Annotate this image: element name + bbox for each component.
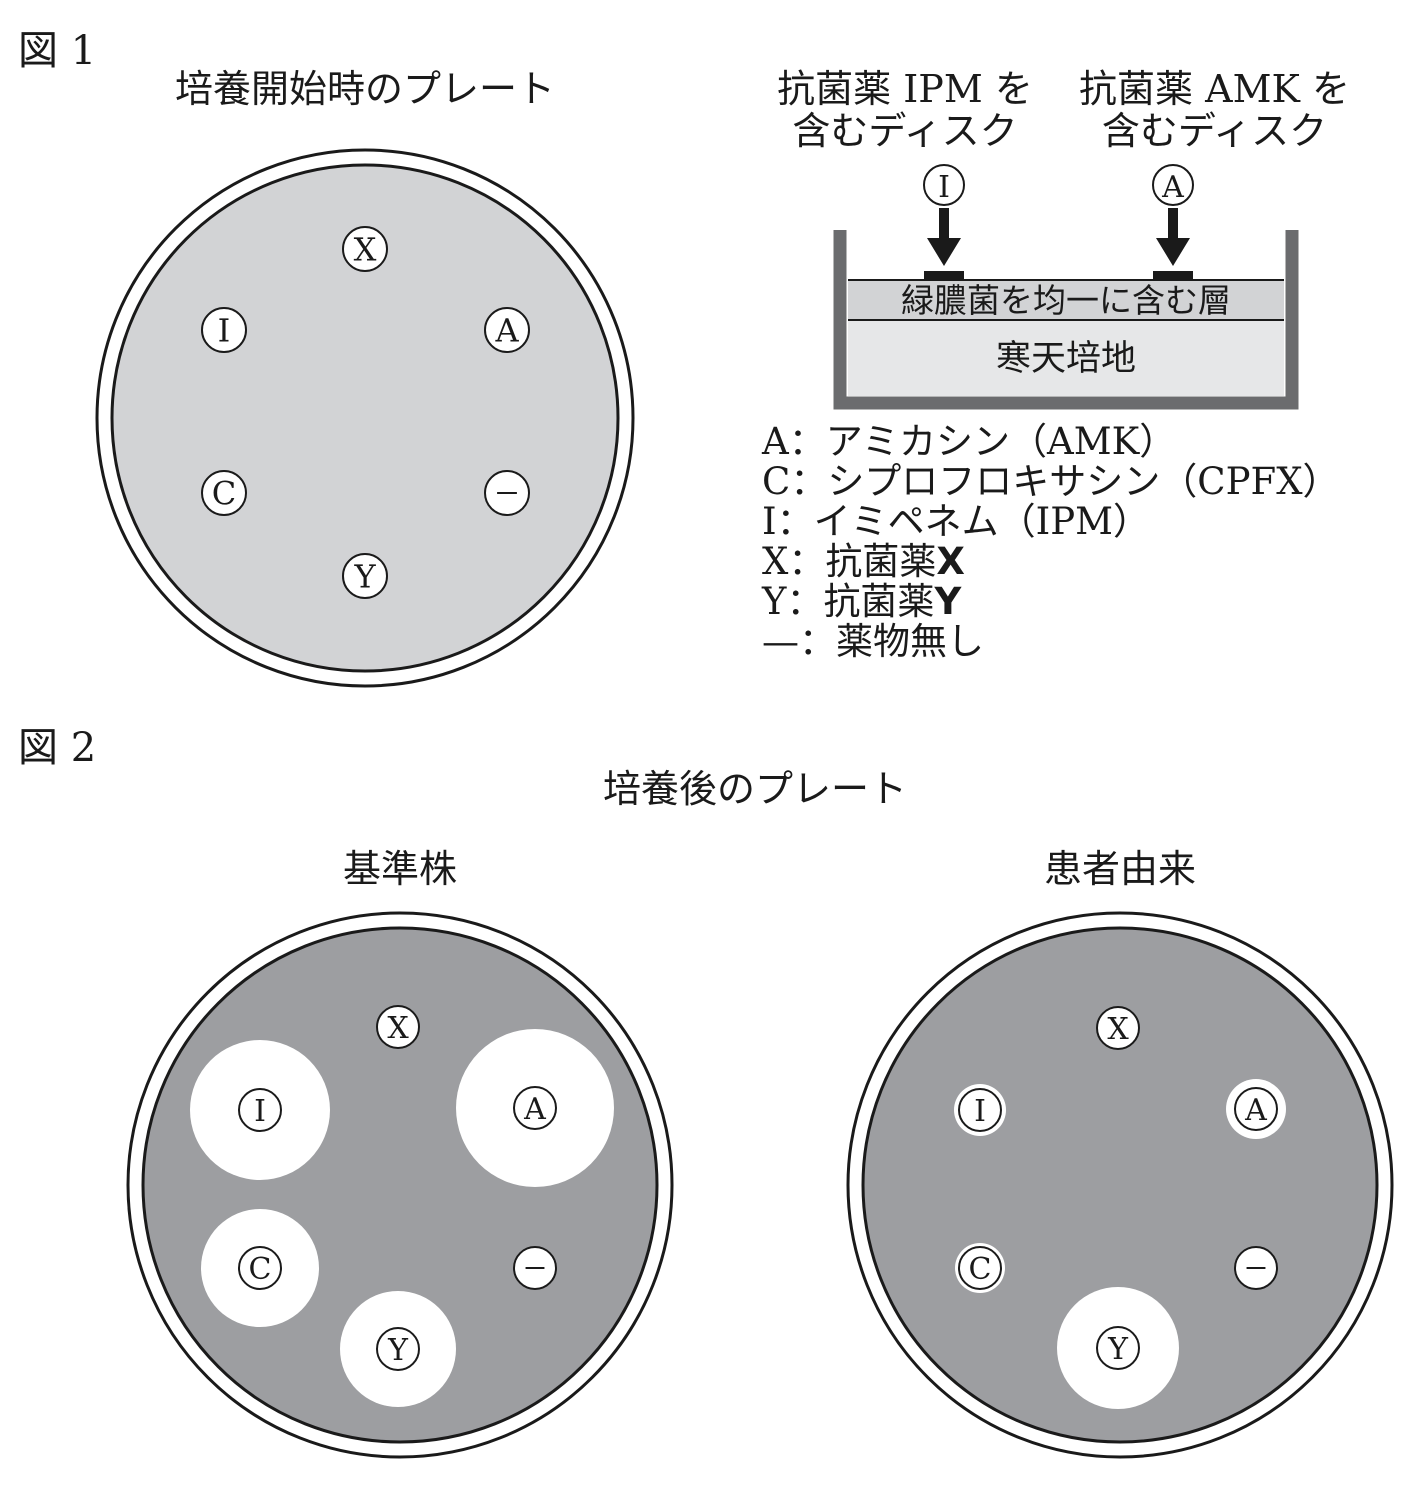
ipm-disk-title-line2: 含むディスク [792,109,1018,153]
patient-disks: X I A C Y [958,1006,1278,1370]
legend-text: アミカシン（AMK） [825,420,1177,463]
legend-text: イミペネム（IPM） [813,500,1151,543]
start-disk-label: C [212,475,236,513]
ipm-disk-on-agar [924,271,964,280]
legend-sep: ： [788,420,826,463]
patient-disk: Y [1096,1326,1140,1370]
amk-disk-on-agar [1153,271,1193,280]
plate-reference-strain-title: 基準株 [342,847,457,891]
amk-pointer-label: A [1161,170,1184,205]
patient-disk [1234,1246,1278,1290]
start-disk-label: X [354,231,377,269]
legend-sep: ： [788,540,826,583]
bacteria-layer-label: 緑膿菌を均一に含む層 [901,281,1231,320]
patient-disk: C [958,1246,1002,1290]
legend-item-none: —：薬物無し [762,622,1340,662]
reference-disk-label: X [387,1011,409,1046]
reference-disk [513,1246,557,1290]
plate-start-title: 培養開始時のプレート [174,67,555,111]
legend-sep: ： [776,500,814,543]
legend-item-i: I：イミペネム（IPM） [762,502,1340,542]
patient-disk-label: Y [1107,1332,1129,1367]
legend-sep: ： [786,580,824,623]
agar-layer-label: 寒天培地 [996,339,1136,379]
patient-disk: I [958,1088,1002,1132]
reference-inhibition-zones [190,1029,614,1407]
plate-after-title: 培養後のプレート [602,767,907,811]
start-disk: C [201,470,247,516]
start-disk-label: A [494,312,519,350]
legend-text: 抗菌薬 [825,540,937,583]
plate-start-disks: X I A C Y [201,226,530,599]
reference-disk: I [238,1088,282,1132]
start-disk: Y [342,553,388,599]
legend-key: I [762,500,777,543]
ipm-disk-title-line1: 抗菌薬 IPM を [777,67,1033,111]
reference-disk-label: A [523,1092,546,1127]
dish-cross-section: 緑膿菌を均一に含む層 寒天培地 [833,230,1299,410]
start-disk-label: Y [353,558,376,596]
plate-patient-strain-title: 患者由来 [1043,847,1196,891]
start-disk: X [342,226,388,272]
legend: A：アミカシン（AMK） C：シプロフロキサシン（CPFX） I：イミペネム（I… [762,422,1340,662]
patient-disk: A [1234,1087,1278,1131]
legend-item-a: A：アミカシン（AMK） [762,422,1340,462]
legend-item-y: Y：抗菌薬Y [762,582,1340,622]
start-disk [484,470,530,516]
legend-key: — [762,620,799,663]
legend-text: シプロフロキサシン（CPFX） [827,460,1340,503]
reference-disk-label: Y [387,1333,409,1368]
legend-key: A [762,420,789,463]
plate-start [95,148,635,688]
legend-sep: ： [799,620,836,663]
legend-text: 抗菌薬 [823,580,935,623]
ipm-pointer-label: I [938,170,950,205]
patient-disk-label: A [1244,1093,1267,1128]
figure-1-label: 図 1 [18,28,97,74]
patient-disk: X [1096,1006,1140,1050]
reference-disk: Y [376,1327,420,1371]
legend-text: 薬物無し [836,620,984,663]
legend-item-x: X：抗菌薬X [762,542,1340,582]
figure-2-label: 図 2 [18,725,97,771]
start-disk-label: I [218,312,231,350]
ipm-pointer: I [923,164,965,266]
plate-patient-strain [846,911,1394,1459]
down-arrow-icon [927,238,961,266]
start-disk: A [484,307,530,353]
patient-disk-label: I [974,1094,986,1129]
start-disk: I [201,307,247,353]
legend-drug-letter: Y [934,580,962,623]
amk-pointer: A [1152,164,1194,266]
down-arrow-icon [1156,238,1190,266]
amk-disk-title-line2: 含むディスク [1101,109,1328,153]
reference-disk-label: C [249,1252,272,1287]
legend-key: C [762,460,791,503]
reference-disk: A [513,1086,557,1130]
reference-disk: X [376,1005,420,1049]
legend-key: Y [762,580,787,623]
patient-disk-label: X [1107,1012,1129,1047]
legend-key: X [762,540,789,583]
legend-sep: ： [790,460,828,503]
patient-disk-label: C [969,1252,992,1287]
amk-disk-title-line1: 抗菌薬 AMK を [1079,67,1350,111]
legend-item-c: C：シプロフロキサシン（CPFX） [762,462,1340,502]
reference-disk: C [238,1246,282,1290]
reference-disk-label: I [254,1094,266,1129]
legend-drug-letter: X [936,540,965,583]
reference-disks: X I A C Y [238,1005,557,1371]
